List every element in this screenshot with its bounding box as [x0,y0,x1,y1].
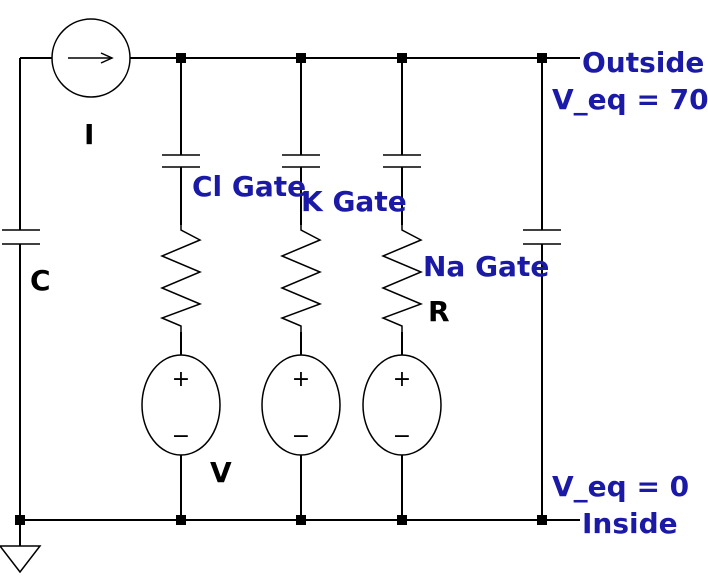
plus-sign: + [393,367,411,392]
resistor-zigzag [279,225,323,332]
label-k-gate: K Gate [301,185,407,218]
k-gate-branch: +− [261,58,341,520]
plus-sign: + [292,367,310,392]
junction-dot [15,515,25,525]
label-current-source: I [84,118,94,151]
junction-dot [537,53,547,63]
label-outside: Outside [582,46,704,79]
junction-dot [397,53,407,63]
resistor-zigzag [159,225,203,332]
label-na-gate: Na Gate [423,250,549,283]
na-gate-branch: +− [362,58,442,520]
label-capacitor: C [30,264,51,297]
label-inside: Inside [582,507,678,540]
junctions [15,53,547,525]
cl-gate-branch: +− [141,58,221,520]
junction-dot [176,515,186,525]
capacitor-c-branch [2,58,40,520]
junction-dot [537,515,547,525]
junction-dot [296,515,306,525]
junction-dot [176,53,186,63]
junction-dot [397,515,407,525]
label-resistor: R [428,295,450,328]
ground-symbol [0,520,42,574]
junction-dot [296,53,306,63]
label-voltage-source: V [210,456,232,489]
minus-sign: − [172,424,190,449]
minus-sign: − [292,424,310,449]
label-v-eq-top: V_eq = 70 [552,83,708,116]
resistor-zigzag [380,225,424,332]
capacitor-right-branch [523,58,561,520]
minus-sign: − [393,424,411,449]
current-source-i [51,18,131,98]
label-cl-gate: Cl Gate [192,170,306,203]
label-v-eq-bottom: V_eq = 0 [552,470,689,503]
plus-sign: + [172,367,190,392]
